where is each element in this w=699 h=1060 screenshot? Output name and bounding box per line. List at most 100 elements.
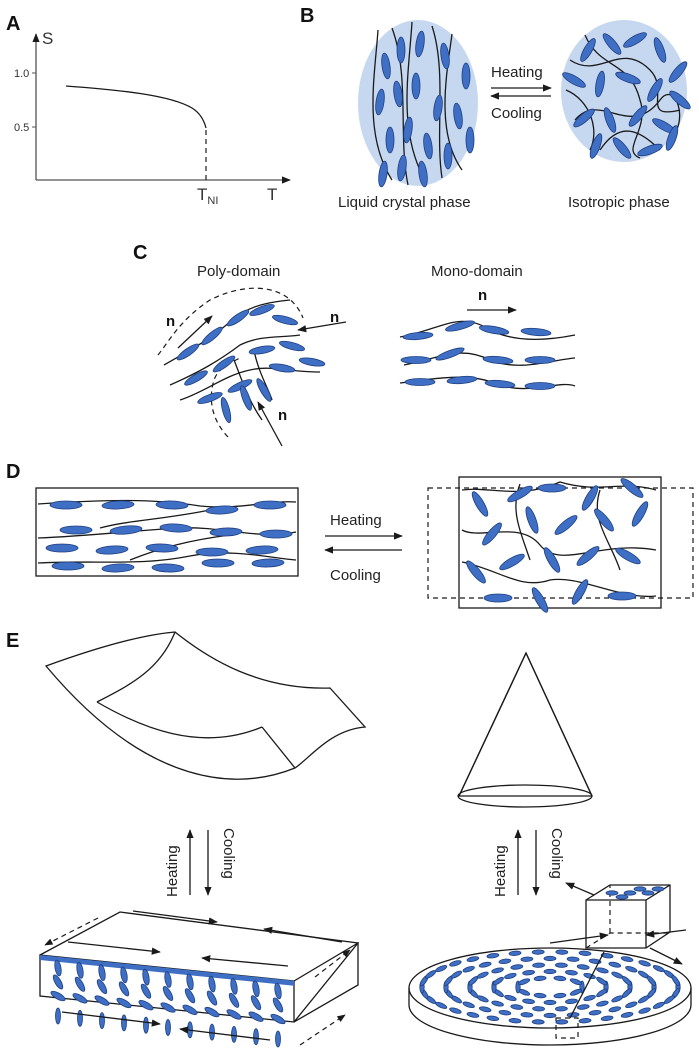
mesogen xyxy=(253,1028,259,1046)
mesogen xyxy=(49,500,83,510)
mesogen xyxy=(138,1000,154,1011)
mesogen xyxy=(583,972,596,980)
poly-domain-boundary-2 xyxy=(210,357,241,438)
mesogen xyxy=(476,971,489,979)
mesogen xyxy=(482,522,502,546)
polymer-chain xyxy=(406,21,427,183)
polymer-chain xyxy=(179,367,321,401)
mesogen xyxy=(378,160,388,188)
mesogen xyxy=(462,1001,475,1009)
tick-1-0: 1.0 xyxy=(14,68,29,80)
mono-mesogens xyxy=(400,320,556,390)
surface-stripe xyxy=(40,955,294,986)
mesogen xyxy=(449,960,462,967)
mesogen xyxy=(543,999,557,1006)
director-n-1: n xyxy=(166,313,175,330)
mesogen xyxy=(607,591,637,601)
mesogen xyxy=(532,962,545,968)
mesogen xyxy=(227,379,253,393)
top-arrow-1 xyxy=(132,910,218,925)
mesogen xyxy=(54,959,62,977)
mesogen xyxy=(507,485,533,503)
mesogen xyxy=(588,1009,602,1016)
cube-mesogen xyxy=(605,890,619,896)
order-parameter-curve xyxy=(65,85,207,129)
mesogen xyxy=(101,563,135,573)
mesogen xyxy=(571,579,589,605)
patterned-block xyxy=(39,911,360,1023)
mesogen xyxy=(646,975,656,986)
mesogen xyxy=(581,485,599,511)
mesogen xyxy=(533,992,547,999)
mesogen xyxy=(498,958,512,965)
mesogen xyxy=(182,1004,198,1015)
panel-a-label: A xyxy=(6,13,20,35)
inset-cube xyxy=(585,884,671,949)
mesogen xyxy=(220,397,232,423)
mesogen xyxy=(615,71,641,85)
mesogen xyxy=(671,975,681,987)
mesogen xyxy=(553,975,567,982)
mesogen xyxy=(631,501,649,527)
mesogen xyxy=(543,547,561,573)
mesogen xyxy=(611,995,624,1003)
aligned-sample-rect xyxy=(35,487,299,577)
dash-arrow-2 xyxy=(314,949,351,978)
mesogen xyxy=(510,964,524,970)
cooling-label-e-left: Cooling xyxy=(220,828,237,879)
poly-domain-boundary-1 xyxy=(157,287,304,356)
mesogen xyxy=(498,1009,512,1016)
mesogen xyxy=(608,961,622,968)
mesogen xyxy=(72,993,88,1004)
mesogen xyxy=(566,956,580,962)
mesogen xyxy=(393,80,403,108)
mesogen xyxy=(162,986,174,1001)
mesogen xyxy=(245,545,279,555)
mesogen xyxy=(620,956,634,962)
mesogen xyxy=(483,593,513,603)
mesogen xyxy=(492,976,504,986)
mesogen xyxy=(465,126,475,154)
polymer-chain xyxy=(444,33,463,171)
mesogen xyxy=(450,970,463,979)
mesogen xyxy=(197,392,223,404)
mesogen xyxy=(272,314,298,326)
mesogen xyxy=(259,529,293,539)
mesogen xyxy=(596,976,608,986)
mesogen xyxy=(615,547,641,565)
mesogen xyxy=(433,94,443,122)
mesogen xyxy=(435,1001,448,1009)
mesogen xyxy=(375,88,385,116)
mesogen xyxy=(435,965,448,973)
director-arrow-2 xyxy=(297,321,347,333)
cube-arrow-4 xyxy=(649,947,683,965)
mesogen xyxy=(184,370,208,386)
mesogen xyxy=(518,978,531,986)
mesogen xyxy=(562,72,586,88)
top-arrow-3 xyxy=(67,941,161,955)
mesogen xyxy=(118,981,130,997)
mesogen xyxy=(462,965,475,973)
mesogen xyxy=(209,527,243,537)
mesogen xyxy=(555,1019,569,1025)
mesogen xyxy=(628,105,648,127)
tick-0-5: 0.5 xyxy=(14,122,29,134)
mesogen xyxy=(195,547,229,557)
polymer-chain xyxy=(169,334,301,386)
mesogen xyxy=(101,500,135,510)
mesogen xyxy=(652,965,665,973)
mesogen xyxy=(625,965,638,973)
mesogen xyxy=(404,378,436,386)
mesogen xyxy=(55,1007,61,1025)
mesogen xyxy=(524,382,556,390)
mesogen xyxy=(486,1015,500,1022)
mesogen xyxy=(531,1019,545,1025)
director-arrow-1 xyxy=(177,315,213,349)
mesogen xyxy=(596,1000,609,1007)
mesogen xyxy=(504,972,517,980)
cube-mesogen xyxy=(641,890,655,896)
mesogen xyxy=(537,483,567,493)
mesogen xyxy=(638,1007,651,1014)
mesogen xyxy=(510,1004,524,1010)
panel-e-label: E xyxy=(6,630,19,652)
